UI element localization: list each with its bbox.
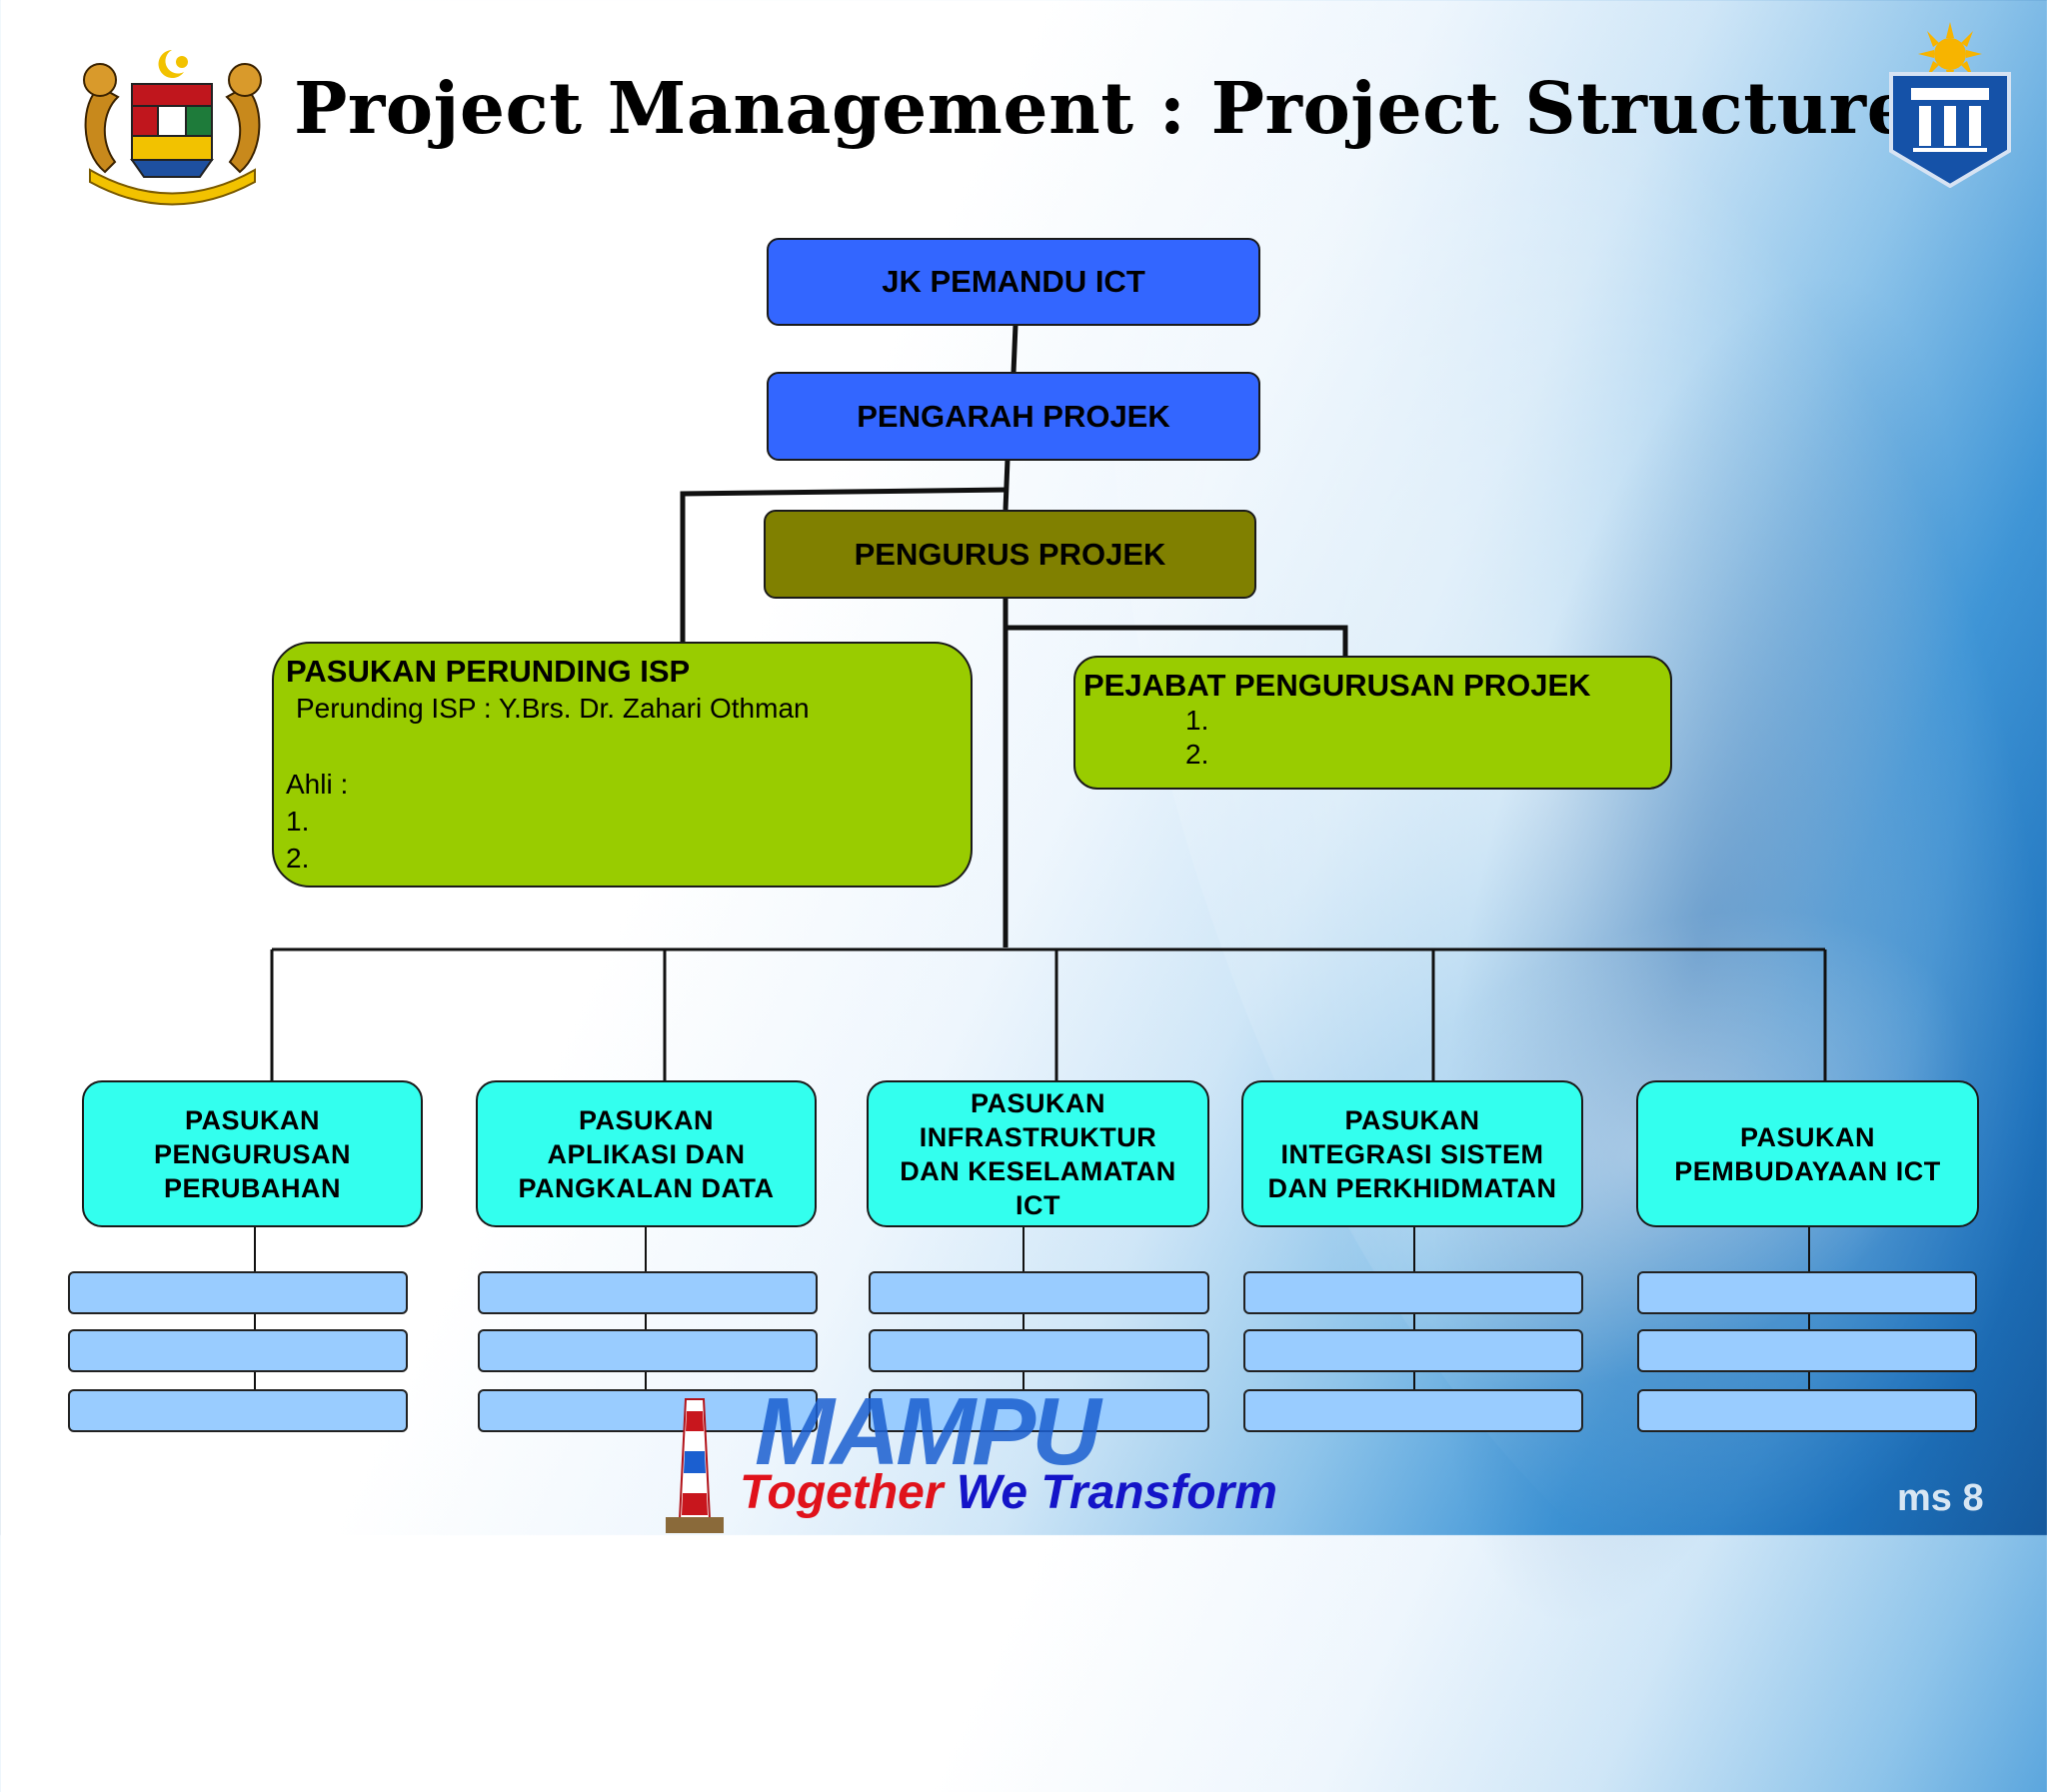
pengarah-projek-box: PENGARAH PROJEK [767, 372, 1260, 461]
box-label: PENGURUS PROJEK [854, 536, 1166, 572]
members-label: Ahli : [286, 769, 349, 800]
pmo-item: 2. [1185, 739, 1209, 770]
mampu-wordmark: MAMPU [755, 1378, 1101, 1485]
team-label-line: PASUKAN [1344, 1104, 1480, 1135]
team-label-line: ICT [1016, 1189, 1060, 1220]
empty-sub-box [1637, 1271, 1977, 1314]
empty-sub-box [1243, 1271, 1583, 1314]
malaysia-coat-of-arms-logo [83, 50, 262, 206]
team-label-line: PASUKAN [1739, 1121, 1875, 1152]
pengurus-projek-box: PENGURUS PROJEK [764, 510, 1256, 599]
empty-sub-box [1243, 1389, 1583, 1432]
empty-sub-box [869, 1329, 1209, 1372]
jk-pemandu-ict-box: JK PEMANDU ICT [767, 238, 1260, 326]
team-label-line: INFRASTRUKTUR [919, 1121, 1157, 1152]
team-label-line: PASUKAN [970, 1087, 1105, 1118]
page-title: Project Management : Project Structure [294, 66, 1913, 150]
empty-sub-box [68, 1389, 408, 1432]
empty-sub-box [68, 1271, 408, 1314]
empty-sub-box [478, 1329, 818, 1372]
institution-shield-logo [1889, 22, 2011, 188]
pmo-title: PEJABAT PENGURUSAN PROJEK [1083, 668, 1591, 703]
empty-sub-box [478, 1389, 818, 1432]
consultant-team-title: PASUKAN PERUNDING ISP [286, 654, 691, 689]
team-label-line: INTEGRASI SISTEM [1280, 1138, 1544, 1169]
team-label-line: DAN KESELAMATAN [900, 1155, 1176, 1186]
empty-sub-box [478, 1271, 818, 1314]
team-label-line: APLIKASI DAN [547, 1138, 746, 1169]
tagline-red: Together [740, 1466, 944, 1519]
empty-sub-box [68, 1329, 408, 1372]
team-label-line: PASUKAN [184, 1104, 320, 1135]
tagline: Together We Transform [740, 1465, 1277, 1520]
team-label-line: PENGURUSAN [153, 1138, 352, 1169]
empty-sub-box [1637, 1389, 1977, 1432]
box-label: JK PEMANDU ICT [882, 264, 1145, 299]
team-label-line: PEMBUDAYAAN ICT [1674, 1155, 1941, 1186]
tagline-blue: We Transform [956, 1466, 1277, 1519]
empty-sub-box [869, 1389, 1209, 1432]
team-label-line: PERUBAHAN [163, 1172, 341, 1203]
box-label: PENGARAH PROJEK [857, 398, 1170, 434]
team-label-line: PASUKAN [578, 1104, 714, 1135]
empty-sub-box [869, 1271, 1209, 1314]
team-label-line: DAN PERKHIDMATAN [1267, 1172, 1557, 1203]
pmo-item: 1. [1185, 705, 1209, 736]
member-item: 1. [286, 806, 310, 837]
lighthouse-icon [666, 1398, 724, 1533]
team-label-line: PANGKALAN DATA [518, 1172, 775, 1203]
consultant-team-box: PASUKAN PERUNDING ISP Perunding ISP : Y.… [272, 642, 973, 888]
empty-sub-box [1637, 1329, 1977, 1372]
pmo-box: PEJABAT PENGURUSAN PROJEK 1. 2. [1073, 656, 1672, 790]
consultant-name: Perunding ISP : Y.Brs. Dr. Zahari Othman [296, 693, 810, 724]
connector-lines [254, 324, 1827, 1391]
empty-sub-box [1243, 1329, 1583, 1372]
page-number: ms 8 [1897, 1477, 1984, 1519]
member-item: 2. [286, 843, 310, 874]
